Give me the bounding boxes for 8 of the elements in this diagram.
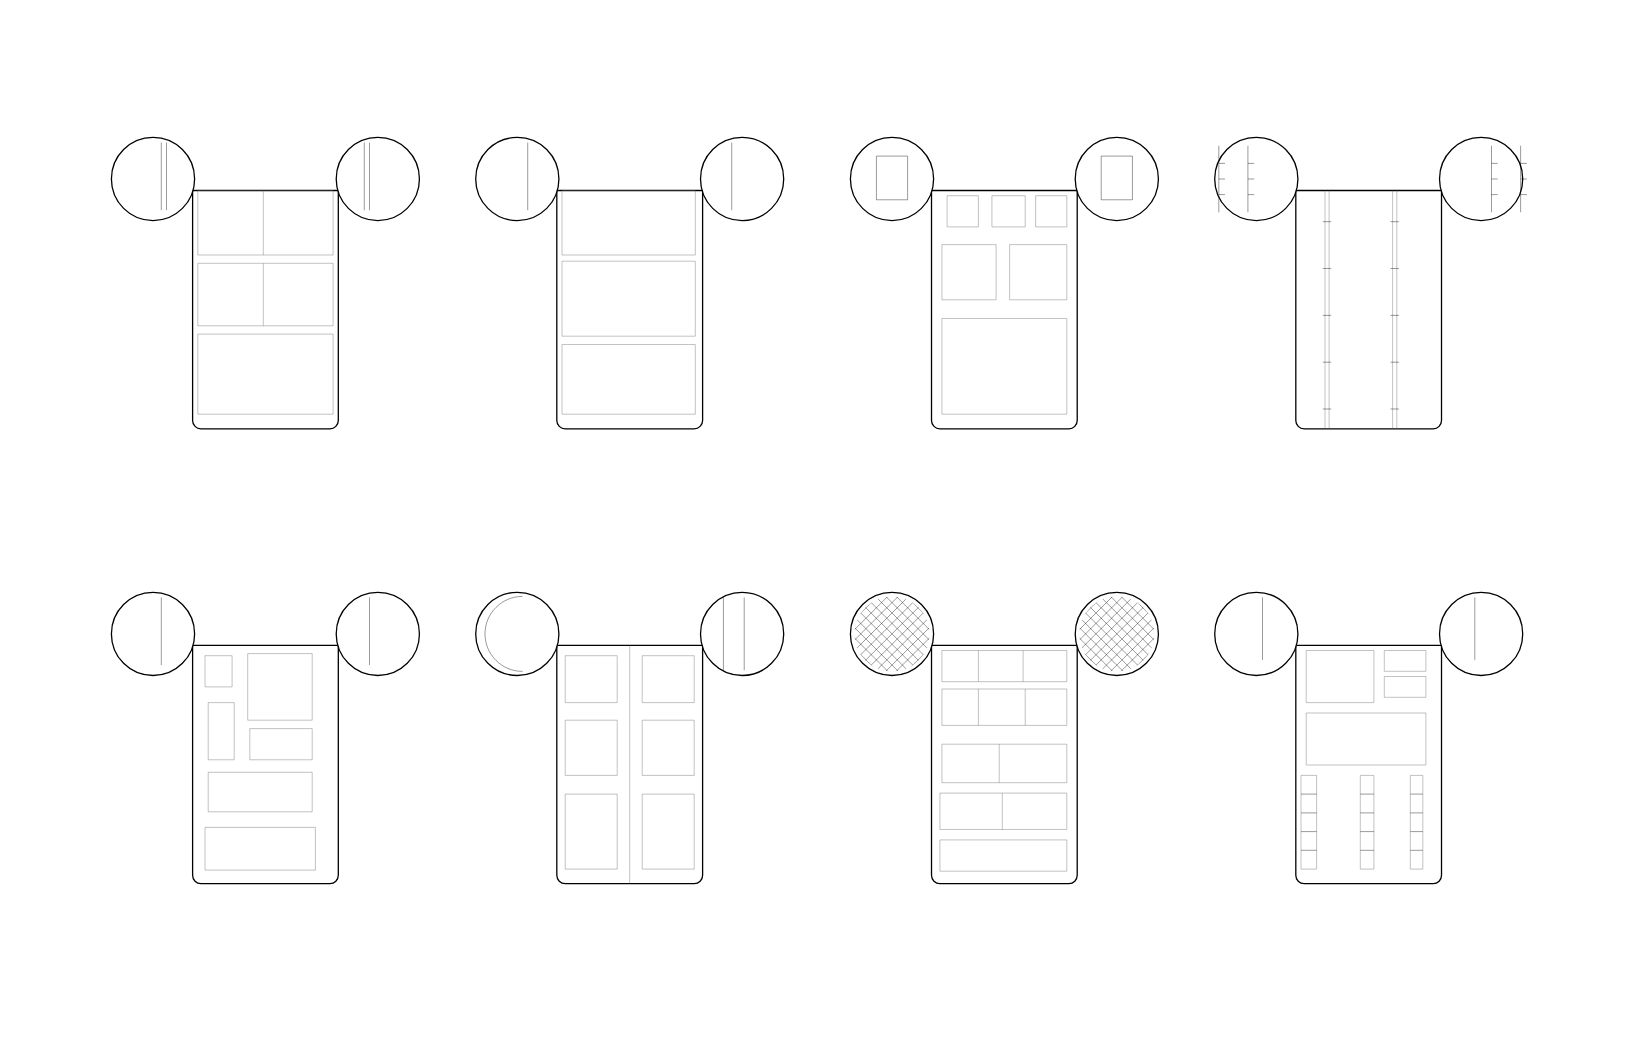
wardrobe-drawing (1214, 591, 1524, 885)
wardrobe-drawing (475, 136, 785, 430)
wardrobe-drawing (849, 136, 1160, 430)
wardrobe-drawing (475, 591, 785, 885)
wardrobe-drawing (1214, 136, 1528, 430)
wardrobe-drawing (110, 591, 421, 885)
wardrobe-drawing (849, 591, 1160, 885)
wardrobe-drawing (110, 136, 421, 430)
